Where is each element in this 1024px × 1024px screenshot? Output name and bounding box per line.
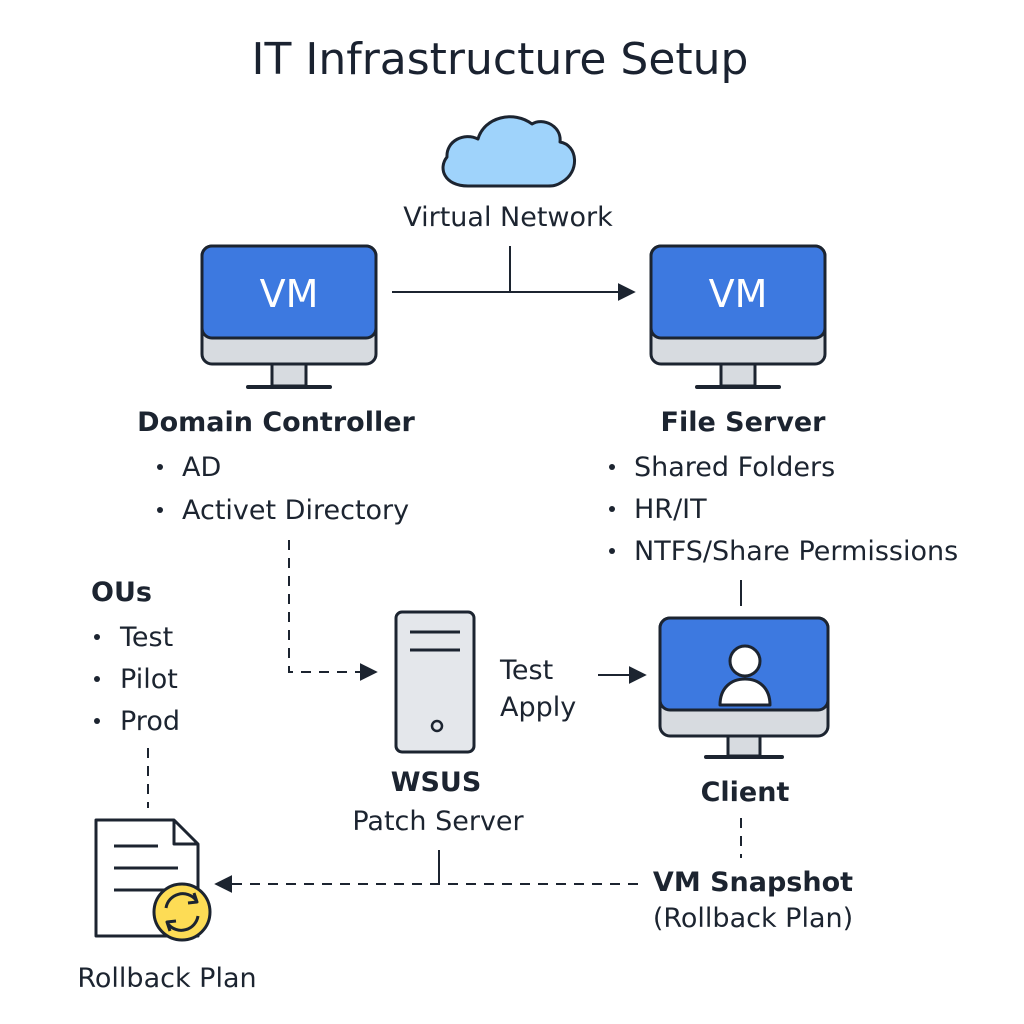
flow-apply-label: Apply [500, 692, 576, 723]
ous-label: OUs [91, 577, 152, 608]
ous-bullet-pilot: Pilot [120, 664, 178, 695]
fs-bullet-hr-it: HR/IT [634, 494, 707, 525]
domain-controller-screen-text: VM [260, 272, 319, 316]
snapshot-sublabel: (Rollback Plan) [653, 903, 853, 934]
wsus-sublabel: Patch Server [352, 806, 524, 837]
ous-bullet-test: Test [119, 622, 173, 653]
bullet-icon [157, 464, 163, 470]
fs-bullet-permissions: NTFS/Share Permissions [634, 536, 958, 567]
server-tower-icon [394, 610, 476, 754]
dc-bullet-directory: Activet Directory [182, 495, 409, 526]
ous-bullet-prod: Prod [120, 706, 180, 737]
bullet-icon [157, 507, 163, 513]
dc-bullet-ad: AD [182, 452, 221, 483]
dc-to-wsus-arrow [288, 540, 378, 681]
bullet-icon [609, 506, 615, 512]
rollback-label: Rollback Plan [77, 963, 256, 994]
domain-controller-monitor-icon [200, 244, 378, 389]
file-server-screen-text: VM [709, 272, 768, 316]
file-server-label: File Server [661, 407, 827, 438]
bullet-icon [94, 718, 100, 724]
fs-bullet-shared-folders: Shared Folders [634, 452, 835, 483]
domain-controller-label: Domain Controller [137, 407, 415, 438]
file-server-monitor-icon [649, 244, 827, 389]
flow-test-label: Test [499, 655, 553, 686]
bullet-icon [94, 634, 100, 640]
page-title: IT Infrastructure Setup [252, 34, 749, 85]
snapshot-label: VM Snapshot [653, 867, 853, 898]
virtual-network-label: Virtual Network [403, 202, 613, 233]
user-icon [718, 644, 772, 707]
bullet-icon [609, 464, 615, 470]
bullet-icon [94, 676, 100, 682]
wsus-label: WSUS [391, 767, 482, 798]
cloud-icon [441, 115, 576, 188]
client-label: Client [701, 777, 790, 808]
document-refresh-icon [94, 818, 212, 942]
bullet-icon [609, 548, 615, 554]
